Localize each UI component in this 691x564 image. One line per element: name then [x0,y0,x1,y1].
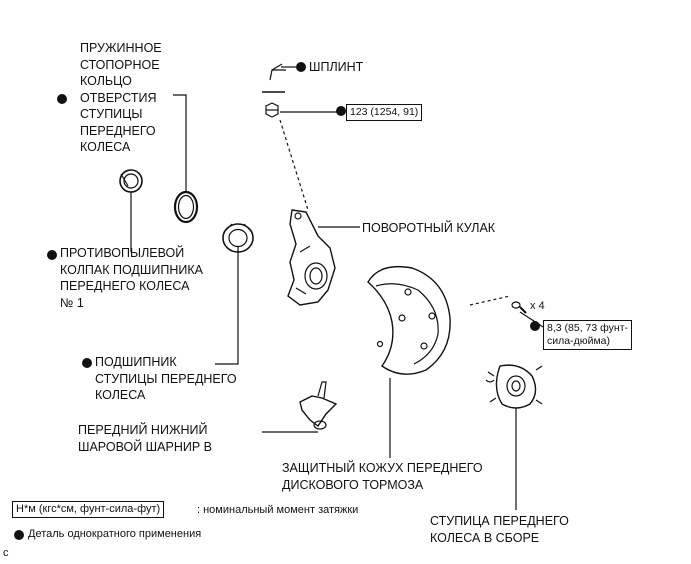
snap-ring-drawing [173,190,199,224]
torque-marker-bolt [530,321,540,331]
dust-cap-label: ПРОТИВОПЫЛЕВОЙ КОЛПАК ПОДШИПНИКА ПЕРЕДНЕ… [60,246,203,310]
nut-drawing [265,102,279,118]
dust-cover-drawing [367,265,451,375]
non-reusable-marker-snap-ring [57,94,67,104]
torque-marker-nut [336,106,346,116]
non-reusable-marker-bearing [82,358,92,368]
legend-torque-unit: Н*м (кгс*см, фунт-сила-фут) [12,501,165,518]
knuckle-label: ПОВОРОТНЫЙ КУЛАК [362,221,496,235]
legend-non-reusable: Деталь однократного применения [28,528,202,540]
leader-snap-ring [173,94,187,192]
knuckle-drawing [287,209,336,306]
non-reusable-marker-legend [14,530,24,540]
non-reusable-marker-dust-cap [47,250,57,260]
non-reusable-marker-cotter-pin [296,62,306,72]
bolt-torque-box: 8,3 (85, 73 фунт- сила-дюйма) [543,320,632,350]
bearing-label: ПОДШИПНИК СТУПИЦЫ ПЕРЕДНЕГО КОЛЕСА [95,355,237,402]
hub-drawing [485,364,543,409]
ball-joint-label: ПЕРЕДНИЙ НИЖНИЙ ШАРОВОЙ ШАРНИР В [78,423,212,454]
axis-bolt [469,295,511,306]
dust-cover-label: ЗАЩИТНЫЙ КОЖУХ ПЕРЕДНЕГО ДИСКОВОГО ТОРМО… [282,461,483,492]
legend-torque-desc: : номинальный момент затяжки [197,504,359,516]
cotter-pin-label: ШПЛИНТ [309,60,364,74]
corner-mark: c [3,547,9,559]
bolt-drawing [511,301,527,314]
axis-pin [279,119,309,211]
snap-ring-label: ПРУЖИННОЕ СТОПОРНОЕ КОЛЬЦО ОТВЕРСТИЯ СТУ… [80,41,162,154]
ball-joint-drawing [299,381,338,430]
bearing-drawing [222,223,254,253]
bolt-qty-label: x 4 [530,300,545,312]
dust-cap-drawing [119,169,143,193]
nut-torque-box: 123 (1254, 91) [346,104,423,121]
hub-label: СТУПИЦА ПЕРЕДНЕГО КОЛЕСА В СБОРЕ [430,514,569,545]
cotter-pin-drawing [262,63,286,93]
leader-bearing [215,247,239,365]
